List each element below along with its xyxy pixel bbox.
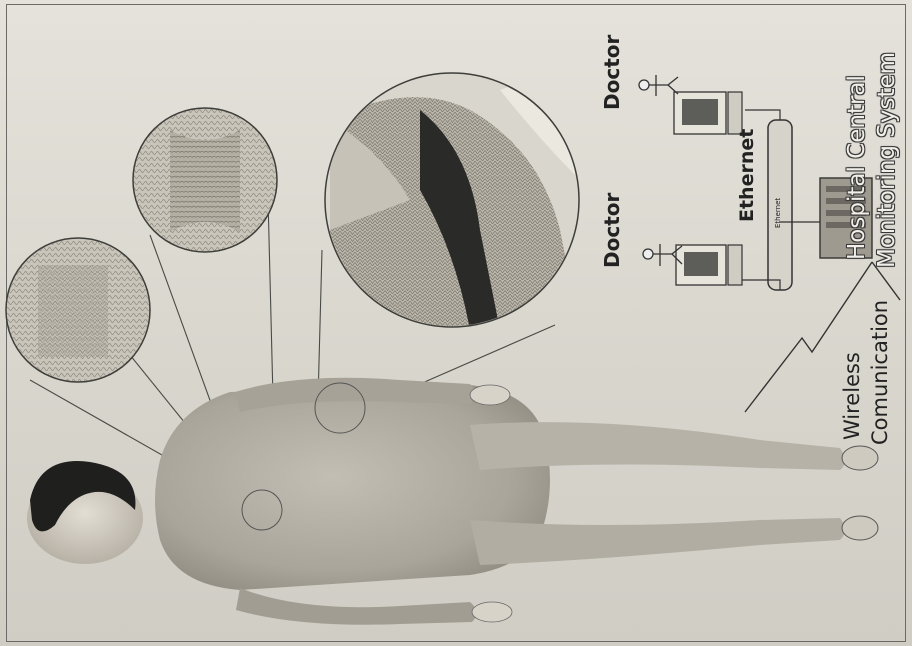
wireless-label-line1: Wireless	[840, 352, 864, 440]
ethernet-label: Ethernet	[736, 129, 758, 222]
doctor-computer-1	[676, 245, 742, 285]
hospital-label-line1: Hospital Central	[844, 75, 870, 260]
doctor-figure-2	[639, 75, 678, 96]
hospital-label-line2: Monitoring System	[874, 52, 900, 268]
doctor-label-2: Doctor	[600, 35, 624, 110]
ethernet-cable-text: Ethernet	[774, 198, 782, 228]
fabric-magnifier-circle-2	[133, 108, 277, 252]
fabric-magnifier-circle-3	[325, 60, 580, 330]
fabric-magnifier-circle-1	[6, 238, 150, 382]
wireless-label-line2: Comunication	[868, 300, 892, 445]
bodysuit-person	[27, 378, 878, 625]
doctor-label-1: Doctor	[600, 193, 624, 268]
doctor-computer-2	[674, 92, 742, 134]
